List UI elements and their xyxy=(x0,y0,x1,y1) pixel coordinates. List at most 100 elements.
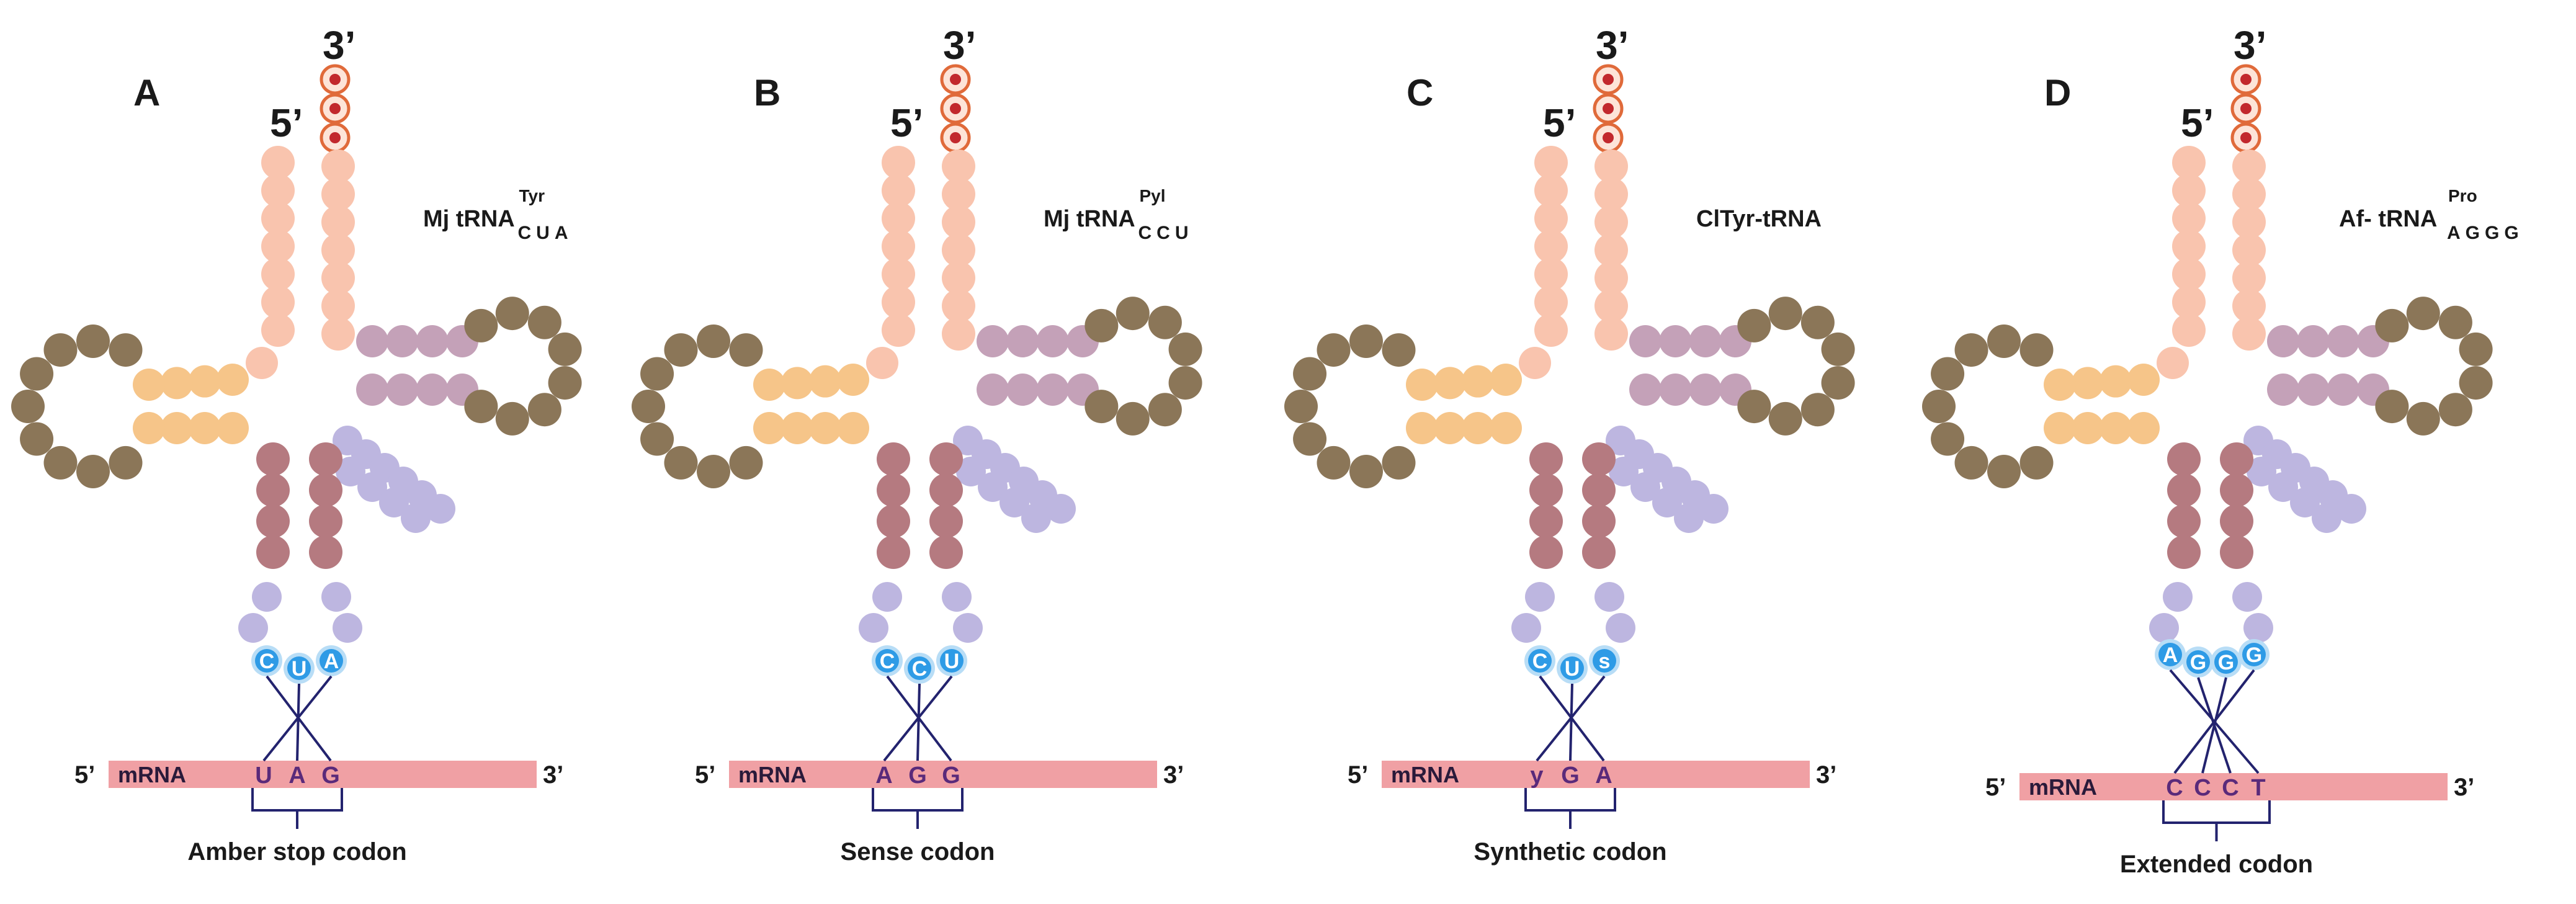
acceptor-stem xyxy=(246,146,355,379)
variable-bead xyxy=(357,472,387,502)
d-loop-bead xyxy=(1317,445,1351,480)
acceptor-bead xyxy=(942,317,975,351)
variable-bead xyxy=(2247,457,2276,486)
anticodon-base-letter: C xyxy=(880,650,895,673)
t-stem-bead xyxy=(1006,325,1039,357)
mrna-bar xyxy=(109,761,537,788)
t-loop-bead xyxy=(1737,390,1771,424)
t-loop-bead xyxy=(495,401,529,436)
anticodon-stem-bead xyxy=(309,504,342,538)
d-stem-bead xyxy=(189,365,221,398)
t-stem-bead xyxy=(1036,325,1069,357)
anticodon-loop xyxy=(1511,582,1635,643)
variable-bead xyxy=(1046,494,1076,524)
variable-bead xyxy=(336,457,365,486)
d-loop-bead xyxy=(729,333,763,367)
t-loop-bead xyxy=(548,332,582,366)
d-loop-bead xyxy=(2019,445,2054,480)
anticodon-base-letter: G xyxy=(2218,651,2234,674)
anticodon-stem-bead xyxy=(929,442,963,476)
codon-base-letter: C xyxy=(2166,775,2183,801)
variable-arm xyxy=(953,426,1076,533)
anticodon-stem-bead xyxy=(1582,535,1616,569)
codon-base-letter: G xyxy=(942,763,960,789)
t-loop-bead xyxy=(2375,390,2409,424)
anticodon-stem-bead xyxy=(877,473,910,507)
acceptor-bead xyxy=(2172,174,2206,207)
pairing-line xyxy=(1536,675,1606,762)
acceptor-bead xyxy=(1594,261,1628,295)
acceptor-bead xyxy=(2232,177,2266,211)
variable-bead xyxy=(2290,488,2320,517)
d-stem-bead xyxy=(1490,364,1522,396)
acceptor-bead xyxy=(2172,313,2206,347)
acceptor-bead xyxy=(321,233,355,267)
d-loop-bead xyxy=(109,333,143,367)
anticodon-loop-bead xyxy=(321,582,351,612)
anticodon-stem-bead xyxy=(256,535,290,569)
trna-name-main: Af- tRNA xyxy=(2339,206,2437,232)
d-stem-bead xyxy=(753,369,785,401)
anticodon-stem-bead xyxy=(2167,535,2201,569)
acceptor-bead xyxy=(1534,313,1568,347)
t-loop-bead xyxy=(2406,297,2440,331)
variable-arm xyxy=(2243,426,2366,533)
d-stem-bead xyxy=(2127,364,2160,396)
t-loop-bead xyxy=(1800,305,1835,339)
cca-tail xyxy=(940,64,971,153)
anticodon-base-core xyxy=(2242,643,2266,666)
anticodon-base-letter: C xyxy=(259,650,275,673)
anticodon-loop-bead xyxy=(2243,613,2273,643)
codon-bracket xyxy=(251,788,343,829)
anticodon-stem-bead xyxy=(309,535,342,569)
codon-base-letter: G xyxy=(321,763,340,789)
d-loop-bead xyxy=(632,390,665,423)
t-stem-bead xyxy=(2267,325,2299,357)
t-loop-bead xyxy=(1148,305,1182,339)
t-loop-bead xyxy=(548,366,582,400)
t-loop-bead xyxy=(527,305,561,339)
mrna-label: mRNA xyxy=(1391,762,1459,787)
t-loop-bead xyxy=(1085,308,1119,342)
d-loop-bead xyxy=(1349,455,1383,488)
anticodon-base-core xyxy=(1593,649,1616,673)
d-stem-bead xyxy=(2100,412,2132,444)
anticodon-base-letter: G xyxy=(2246,643,2262,667)
acceptor-bead xyxy=(2232,150,2266,183)
t-loop-bead xyxy=(1800,393,1835,427)
trna-name-main: ClTyr-tRNA xyxy=(1696,206,1822,232)
d-loop-bead xyxy=(640,422,674,456)
trna-name-main: Mj tRNA xyxy=(423,206,515,232)
d-stem-bead xyxy=(133,412,165,444)
t-stem-bead xyxy=(416,325,449,357)
anticodon-stem-bead xyxy=(1529,442,1563,476)
acceptor-bead xyxy=(2172,146,2206,179)
anticodon-base-core xyxy=(320,649,343,673)
anticodon-base-letter: C xyxy=(912,657,928,681)
variable-bead xyxy=(1674,503,1704,533)
t-stem-bead xyxy=(356,325,388,357)
d-loop-bead xyxy=(697,455,730,488)
mrna-label: mRNA xyxy=(738,762,807,787)
cca-bead-core xyxy=(329,132,341,143)
mrna-five-prime: 5’ xyxy=(1348,761,1368,789)
variable-bead xyxy=(2312,503,2341,533)
codon-caption: Amber stop codon xyxy=(187,838,406,866)
t-loop-bead xyxy=(464,308,498,342)
mrna-three-prime: 3’ xyxy=(543,761,563,789)
anticodon-loop-bead xyxy=(238,613,268,643)
pairing-line xyxy=(883,675,953,762)
anticodon-stem-bead xyxy=(2167,504,2201,538)
acceptor-bead xyxy=(882,146,915,179)
acceptor-bead xyxy=(942,233,975,267)
t-stem-bead xyxy=(356,374,388,406)
d-stem-bead xyxy=(2100,365,2132,398)
d-stem-bead xyxy=(1462,365,1494,398)
anticodon-base-core xyxy=(255,649,279,673)
